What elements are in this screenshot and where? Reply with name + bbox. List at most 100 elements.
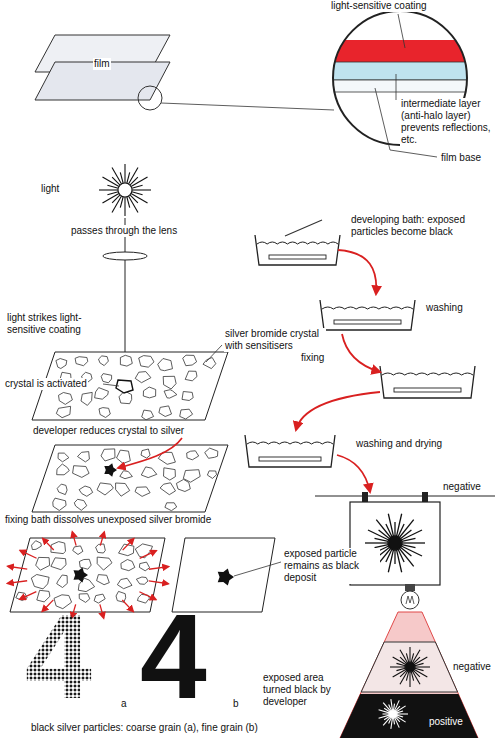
crystal [79,486,93,496]
film-in-bath [394,388,461,392]
label: fixing [300,352,325,364]
ray [129,196,139,212]
ray [402,538,416,541]
ray [389,704,392,710]
dissolve-arrow [122,600,133,612]
leader-line [234,562,281,576]
label: exposed area turned black by developer [262,672,350,708]
ray [132,189,151,190]
crystal [99,356,109,366]
crystal [94,594,105,603]
label: developing bath: exposed particles becom… [350,214,477,238]
crystal [51,558,66,570]
crystal [32,541,42,550]
ray [394,550,395,564]
crystal [164,468,176,480]
leader-line [206,345,222,362]
ray [120,172,123,183]
label: silver bromide crystal with sensitisers [224,328,326,352]
ray [388,550,393,572]
ray [402,542,425,543]
bath-liquid [257,242,338,244]
tray [380,366,475,398]
label: negative [442,481,482,493]
label: passes through the lens [70,225,178,237]
ray [396,716,405,722]
ray [102,194,118,204]
burst-core [118,183,132,197]
crystal [53,498,66,510]
ray [124,164,125,183]
crystal [51,542,66,554]
crystal [159,406,172,417]
crystal [56,359,67,369]
crystal [117,450,131,463]
positive-print [340,694,478,738]
crystal [57,484,67,495]
ray [396,706,405,712]
crystal [116,483,130,496]
crystal [187,451,199,460]
burst-core [405,662,415,672]
dissolve-arrow [149,567,169,570]
ray [413,650,421,663]
crystal [163,376,176,389]
crystal [185,371,197,381]
film-in-bath [259,457,321,461]
grain-sample: 4 [25,596,92,716]
leader-line [396,74,397,100]
leader-line [398,14,405,48]
ray [397,713,408,714]
label: washing and drying [355,438,443,450]
crystal [164,390,177,398]
label: intermediate layer (anti-halo layer) pre… [400,98,494,146]
ray [127,197,130,208]
crystal [165,503,177,511]
ray [411,672,413,681]
dissolve-arrow [8,581,28,584]
dissolve-arrow [43,538,54,550]
crystal [101,449,115,461]
bulb [401,591,419,609]
crystal [57,575,68,588]
crystal [56,406,70,417]
label: film base [440,152,482,164]
bath-liquid [322,307,413,309]
dissolve-arrow [20,550,37,558]
lens [103,252,147,260]
magnify-line [161,103,334,110]
ray [393,670,406,678]
negative-in-enlarger [361,642,457,692]
label: developer reduces crystal to silver [32,425,185,437]
crystal [120,471,133,479]
ray [107,192,118,195]
crystal [141,449,150,458]
process-arrow [118,438,182,468]
crystal [135,372,151,383]
crystal [57,464,70,475]
label: negative [452,661,492,673]
dissolve-arrow [100,604,104,618]
crystal [78,452,90,462]
tray [255,235,340,265]
tray [245,435,335,467]
crystal [207,471,216,479]
emulsion-layer [32,445,228,512]
ray [397,550,402,572]
crystal [58,453,69,462]
crystal [142,410,154,420]
ray [131,177,147,187]
label: light strikes light-sensitive coating [6,312,120,336]
ray [415,663,424,665]
ray [393,657,406,665]
crystal [136,577,148,584]
dissolve-arrow [100,532,104,546]
crystal [182,392,193,401]
label: light-sensitive coating [330,0,428,12]
ray [379,715,390,718]
dissolve-arrow [8,566,28,569]
label: fixing bath dissolves unexposed silver b… [4,514,212,526]
ray [391,699,393,710]
bath-liquid [382,373,473,375]
crystal [97,557,112,570]
